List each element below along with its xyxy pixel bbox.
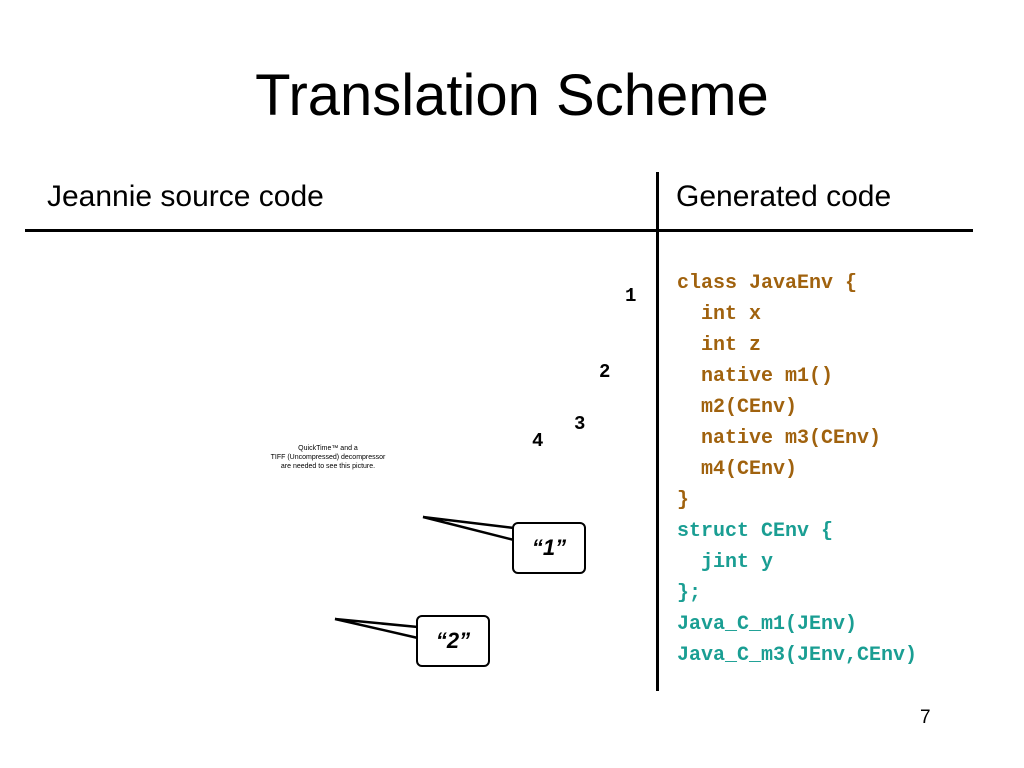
code-line: class JavaEnv { (677, 272, 858, 295)
marker-1: 1 (625, 285, 637, 307)
code-line: int z (677, 334, 762, 357)
code-line: jint y (677, 551, 774, 574)
quicktime-placeholder: QuickTime™ and a TIFF (Uncompressed) dec… (262, 444, 394, 471)
code-line: native m3(CEnv) (677, 427, 882, 450)
callout-1: “1” (512, 522, 586, 574)
callout-1-pointer (422, 515, 516, 542)
code-line: Java_C_m3(JEnv,CEnv) (677, 644, 918, 667)
marker-4: 4 (532, 430, 544, 452)
code-line: native m1() (677, 365, 834, 388)
right-column-header: Generated code (676, 180, 892, 213)
marker-3: 3 (574, 413, 586, 435)
quicktime-line: TIFF (Uncompressed) decompressor (270, 454, 386, 461)
left-column-header: Jeannie source code (47, 180, 324, 213)
code-line: }; (677, 582, 702, 605)
marker-2: 2 (599, 361, 611, 383)
header-divider (25, 229, 973, 232)
column-divider (656, 172, 659, 691)
callout-2-pointer (334, 617, 420, 640)
quicktime-line: QuickTime™ and a (298, 445, 358, 452)
code-line: Java_C_m1(JEnv) (677, 613, 858, 636)
callout-2: “2” (416, 615, 490, 667)
slide-title: Translation Scheme (255, 63, 769, 128)
code-line: int x (677, 303, 762, 326)
code-line: } (677, 489, 690, 512)
code-line: m4(CEnv) (677, 458, 798, 481)
quicktime-line: are needed to see this picture. (280, 463, 376, 470)
code-line: struct CEnv { (677, 520, 834, 543)
code-line: m2(CEnv) (677, 396, 798, 419)
generated-code-block: class JavaEnv { int x int z native m1() … (677, 268, 917, 671)
page-number: 7 (920, 707, 931, 728)
